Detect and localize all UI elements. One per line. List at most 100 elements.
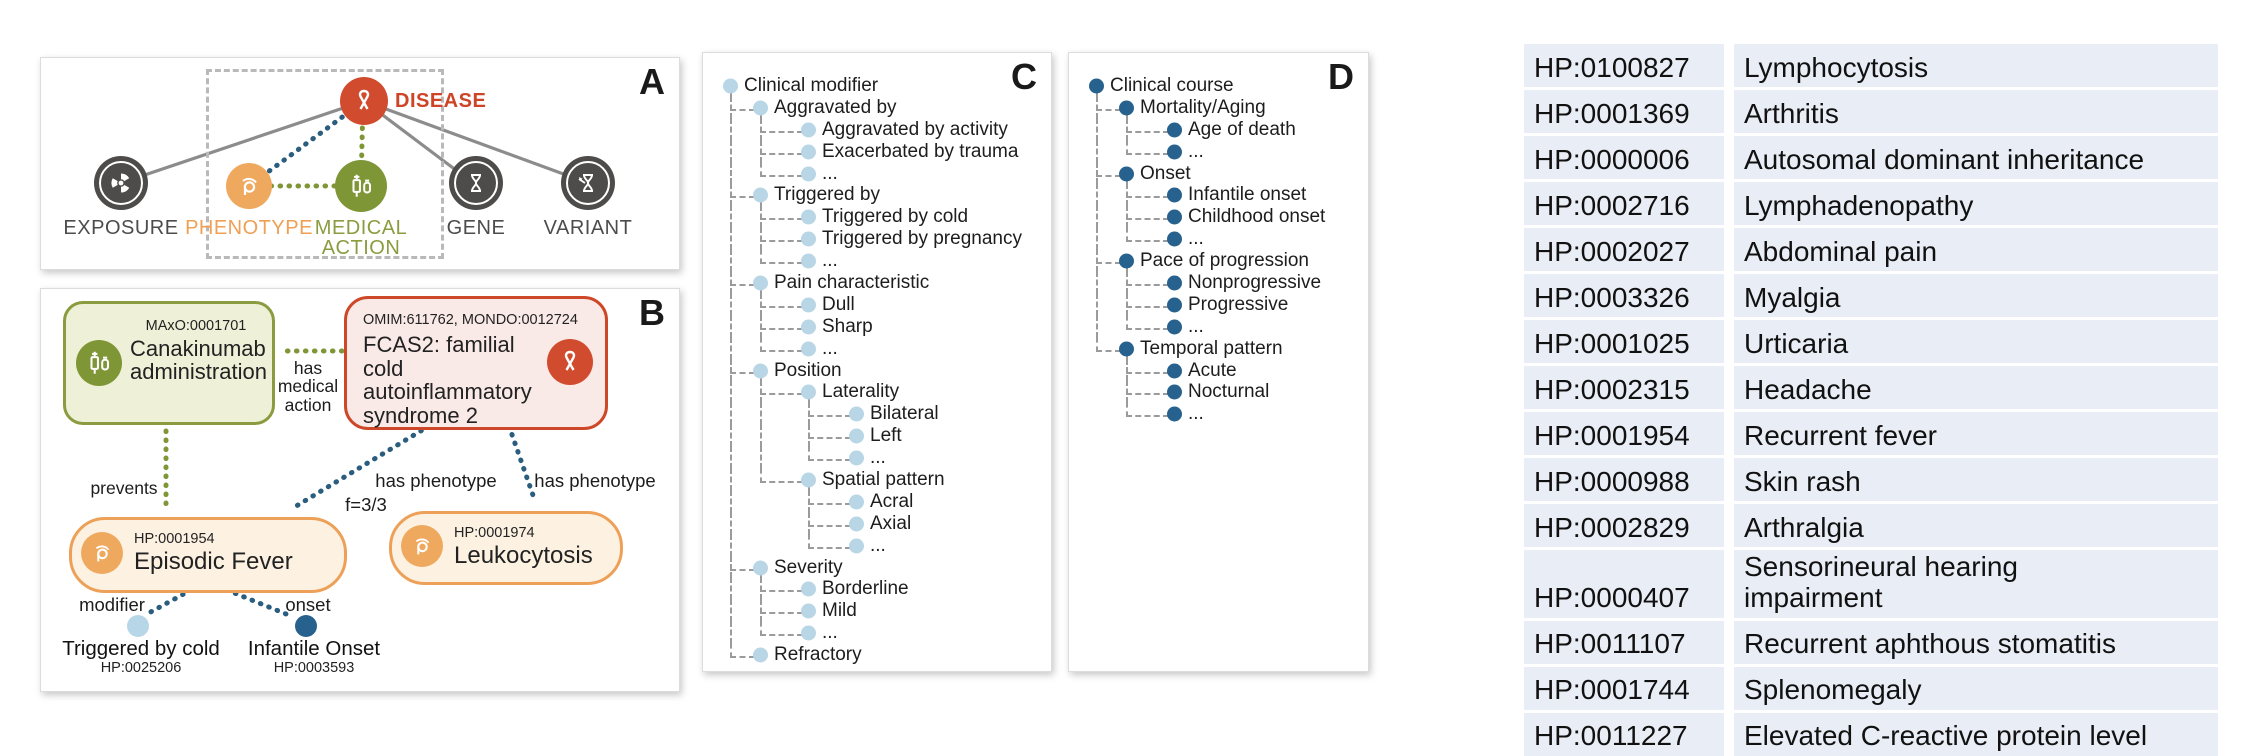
tree-node-label: ... [822, 162, 838, 184]
tree-node: Position [717, 358, 1045, 382]
triggered-by-cold-code: HP:0025206 [100, 660, 182, 676]
tree-node: Severity [717, 555, 1045, 579]
tree-node: Mild [717, 599, 1045, 623]
tree-dot [801, 209, 816, 225]
hp-label-cell: Lymphocytosis [1734, 44, 2218, 87]
phenotype-label: PHENOTYPE [185, 217, 313, 239]
tree-dot [801, 384, 816, 400]
has-phenotype-right-label: has phenotype [534, 470, 656, 491]
tree-node: Triggered by pregnancy [717, 227, 1045, 251]
tree-node: Childhood onset [1083, 205, 1362, 229]
hp-label-cell: Arthralgia [1734, 504, 2218, 547]
tree-node: ... [1083, 139, 1362, 163]
tree-dot [801, 319, 816, 335]
ribbon-icon [564, 350, 576, 371]
panel-a-letter: A [639, 61, 665, 102]
tree-dot [1167, 363, 1182, 379]
disease-node [340, 77, 388, 125]
tree-node-label: Mild [822, 600, 857, 622]
hp-code-cell: HP:0001744 [1524, 666, 1724, 710]
phenotype-icon-circle [81, 532, 123, 574]
tree-node-label: Left [870, 425, 902, 447]
hp-label-cell: Recurrent fever [1734, 412, 2218, 455]
gene-ring [454, 161, 498, 205]
exposure-ring [99, 161, 143, 205]
hp-label-cell: Recurrent aphthous stomatitis [1734, 620, 2218, 664]
hp-code-cell: HP:0001954 [1524, 412, 1724, 455]
tree-dot [849, 538, 864, 554]
tree-dot [801, 253, 816, 269]
tree-node: ... [717, 621, 1045, 645]
hp-code-cell: HP:0011107 [1524, 620, 1724, 664]
disease-box: OMIM:611762, MONDO:0012724 FCAS2: famili… [344, 296, 608, 430]
leukocytosis-pill: HP:0001974 Leukocytosis [389, 511, 623, 585]
phenotype-icon [95, 545, 110, 562]
modifier-edge-label: modifier [79, 594, 145, 615]
infantile-onset-code: HP:0003593 [273, 660, 355, 676]
tree-node-label: ... [822, 250, 838, 272]
hp-code-cell: HP:0002315 [1524, 366, 1724, 409]
tree-node-label: Progressive [1188, 293, 1289, 315]
medication-label: Canakinumab administration [130, 336, 267, 385]
tree-dot [801, 625, 816, 641]
tree-dot [1167, 275, 1182, 291]
phenotype-icon-circle [401, 525, 443, 567]
tree-node: Left [717, 424, 1045, 448]
panel-d-letter: D [1328, 56, 1354, 97]
tree-node: ... [1083, 402, 1362, 425]
tree-node: Clinical course [1083, 75, 1362, 97]
phenotype-icon [242, 177, 257, 195]
hp-label-cell: Splenomegaly [1734, 666, 2218, 710]
hp-code-cell: HP:0000006 [1524, 136, 1724, 179]
tree-node: Bilateral [717, 402, 1045, 426]
tree-dot [1167, 122, 1182, 138]
tree-node: Mortality/Aging [1083, 95, 1362, 119]
tree-node-label: Aggravated by [774, 96, 897, 118]
tree-dot [801, 297, 816, 313]
exposure-label: EXPOSURE [63, 217, 179, 239]
modifier-term-dot [127, 615, 149, 637]
tree-node-label: ... [1188, 140, 1204, 162]
tree-node-label: ... [1188, 315, 1204, 337]
tree-dot [1119, 166, 1134, 181]
tree-dot [753, 647, 768, 663]
hp-code-cell: HP:0000407 [1524, 550, 1724, 618]
tree-dot [1167, 384, 1182, 400]
tree-node: Aggravated by [717, 95, 1045, 119]
hp-label-cell: Sensorineural hearing impairment [1734, 550, 2218, 618]
tree-node: ... [717, 249, 1045, 273]
panel-a-disease-schema: DISEASE EXPOSURE PHENOTYPE MEDICAL ACTIO… [40, 57, 680, 270]
hp-label-cell: Urticaria [1734, 320, 2218, 363]
episodic-fever-code: HP:0001954 [134, 531, 215, 547]
hp-label-cell: Autosomal dominant inheritance [1734, 136, 2218, 179]
hp-label-cell: Myalgia [1734, 274, 2218, 317]
tree-node: Pain characteristic [717, 271, 1045, 294]
hp-label-cell: Lymphadenopathy [1734, 182, 2218, 225]
tree-node: Onset [1083, 161, 1362, 185]
has-medical-action-label: has medical action [277, 358, 339, 415]
tree-dot [1167, 231, 1182, 247]
hp-code-cell: HP:0003326 [1524, 274, 1724, 317]
episodic-fever-pill: HP:0001954 Episodic Fever [69, 517, 347, 593]
leukocytosis-code: HP:0001974 [454, 525, 535, 541]
tree-node-label: Aggravated by activity [822, 118, 1008, 140]
episodic-fever-label: Episodic Fever [134, 548, 293, 575]
tree-node: Sharp [717, 314, 1045, 338]
tree-node-label: Pain characteristic [774, 272, 930, 294]
medication-code: MAxO:0001701 [145, 318, 247, 334]
tree-node-label: Childhood onset [1188, 206, 1326, 228]
tree-node: Spatial pattern [717, 468, 1045, 491]
tree-node-label: Pace of progression [1140, 250, 1309, 272]
tree-node-label: Axial [870, 512, 912, 534]
tree-node: Axial [717, 511, 1045, 535]
disease-name: FCAS2: familial cold autoinflammatory sy… [363, 332, 532, 428]
tree-dot [1119, 253, 1134, 269]
hp-label-cell: Skin rash [1734, 458, 2218, 501]
has-phenotype-left-label: has phenotype [375, 470, 497, 491]
hp-label-cell: Arthritis [1734, 90, 2218, 133]
tree-node-label: Temporal pattern [1140, 337, 1283, 359]
tree-node-label: Triggered by pregnancy [822, 228, 1022, 250]
